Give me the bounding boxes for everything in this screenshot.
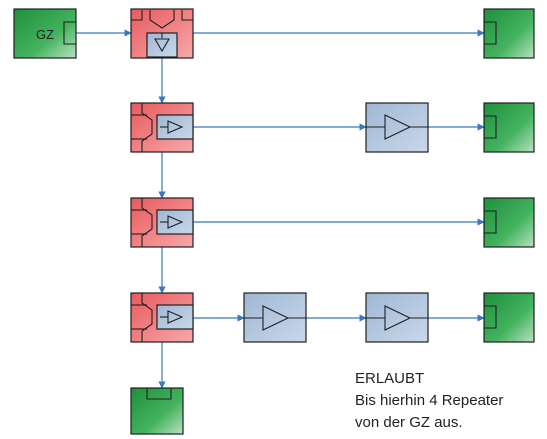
segment-block-bottom bbox=[130, 387, 184, 435]
repeater-block-row-4-a bbox=[243, 292, 307, 343]
note-line-2: von der GZ aus. bbox=[355, 414, 463, 431]
gz-source-block: GZ bbox=[13, 8, 77, 59]
repeater-block-row-4-b bbox=[365, 292, 429, 343]
segment-block-1 bbox=[483, 8, 535, 59]
segment-block-2 bbox=[483, 102, 535, 153]
coupler-block-row-3 bbox=[130, 197, 194, 248]
segment-block-4 bbox=[483, 292, 535, 343]
gz-label: GZ bbox=[36, 27, 54, 42]
note-status: ERLAUBT bbox=[355, 370, 425, 387]
segment-block-3 bbox=[483, 197, 535, 248]
coupler-block-row-2 bbox=[130, 102, 194, 153]
connector-lines bbox=[76, 29, 485, 389]
splitter-coupler-block bbox=[130, 8, 194, 59]
coupler-block-row-4 bbox=[130, 292, 194, 343]
repeater-block-row-2 bbox=[365, 102, 429, 153]
note-line-1: Bis hierhin 4 Repeater bbox=[355, 392, 504, 409]
